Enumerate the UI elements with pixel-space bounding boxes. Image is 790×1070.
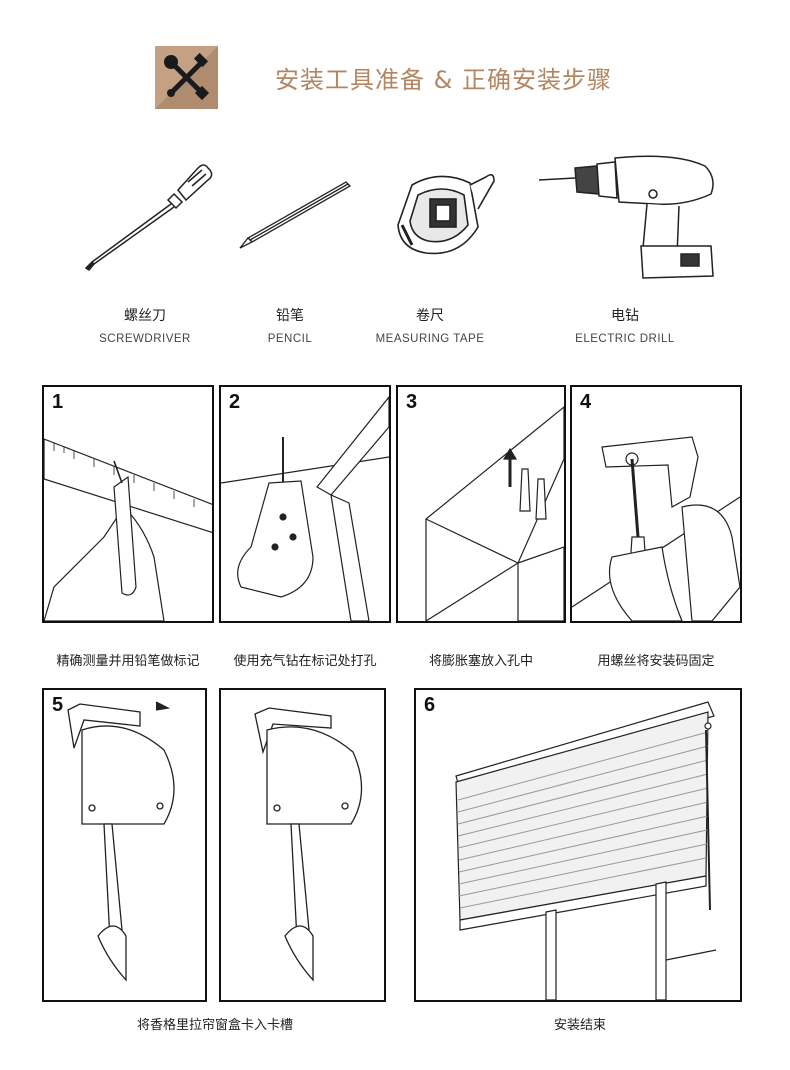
tool-label-tape-en: MEASURING TAPE bbox=[375, 333, 485, 345]
electric-drill-illustration bbox=[535, 150, 720, 285]
tool-label-tape: 卷尺 bbox=[416, 308, 444, 324]
measuring-tape-illustration bbox=[390, 165, 500, 265]
step-panel-6: 6 bbox=[414, 688, 742, 1002]
tools-logo bbox=[155, 46, 218, 109]
anchor-insert-illustration bbox=[425, 406, 564, 621]
finished-blind-illustration bbox=[455, 701, 717, 1000]
pencil-icon bbox=[239, 181, 352, 249]
tool-label-drill: 电钻 bbox=[611, 308, 639, 324]
ruler-measure-illustration bbox=[44, 438, 212, 621]
headrail-clip-illustration bbox=[67, 701, 175, 982]
screwdriver-icon bbox=[84, 164, 213, 271]
step-panel-4: 4 bbox=[570, 385, 742, 623]
step-caption-2: 使用充气钻在标记处打孔 bbox=[233, 654, 377, 669]
step-panel-1: 1 bbox=[42, 385, 214, 623]
step-number: 1 bbox=[52, 391, 64, 413]
step-caption-1: 精确测量并用铅笔做标记 bbox=[56, 654, 200, 669]
tool-label-drill-en: ELECTRIC DRILL bbox=[575, 333, 675, 345]
headrail-clipped-illustration bbox=[254, 707, 363, 982]
measuring-tape-icon bbox=[397, 173, 495, 255]
pencil-illustration bbox=[230, 160, 355, 260]
page-title: 安装工具准备 & 正确安装步骤 bbox=[275, 66, 612, 94]
tool-label-screwdriver: 螺丝刀 bbox=[124, 308, 166, 324]
drill-wall-illustration bbox=[221, 396, 389, 621]
tools-icon bbox=[164, 52, 210, 101]
step-caption-4: 用螺丝将安装码固定 bbox=[597, 654, 715, 669]
step-panel-5a: 5 bbox=[42, 688, 207, 1002]
bracket-screw-illustration bbox=[572, 436, 740, 621]
step-panel-2: 2 bbox=[219, 385, 391, 623]
step-number: 3 bbox=[406, 391, 418, 413]
step-panel-5b bbox=[219, 688, 386, 1002]
step-caption-6: 安装结束 bbox=[553, 1018, 606, 1033]
step-number: 5 bbox=[52, 694, 64, 716]
step-number: 2 bbox=[229, 391, 241, 413]
step-caption-3: 将膨胀塞放入孔中 bbox=[428, 654, 533, 669]
step-panel-3: 3 bbox=[396, 385, 566, 623]
tool-label-pencil-en: PENCIL bbox=[267, 333, 313, 345]
tool-label-pencil: 铅笔 bbox=[276, 308, 304, 324]
step-caption-5: 将香格里拉帘窗盒卡入卡槽 bbox=[136, 1018, 293, 1033]
screwdriver-illustration bbox=[70, 150, 220, 280]
step-number: 4 bbox=[580, 391, 592, 413]
electric-drill-icon bbox=[538, 155, 714, 279]
tool-label-screwdriver-en: SCREWDRIVER bbox=[99, 333, 191, 345]
step-number: 6 bbox=[424, 694, 436, 716]
